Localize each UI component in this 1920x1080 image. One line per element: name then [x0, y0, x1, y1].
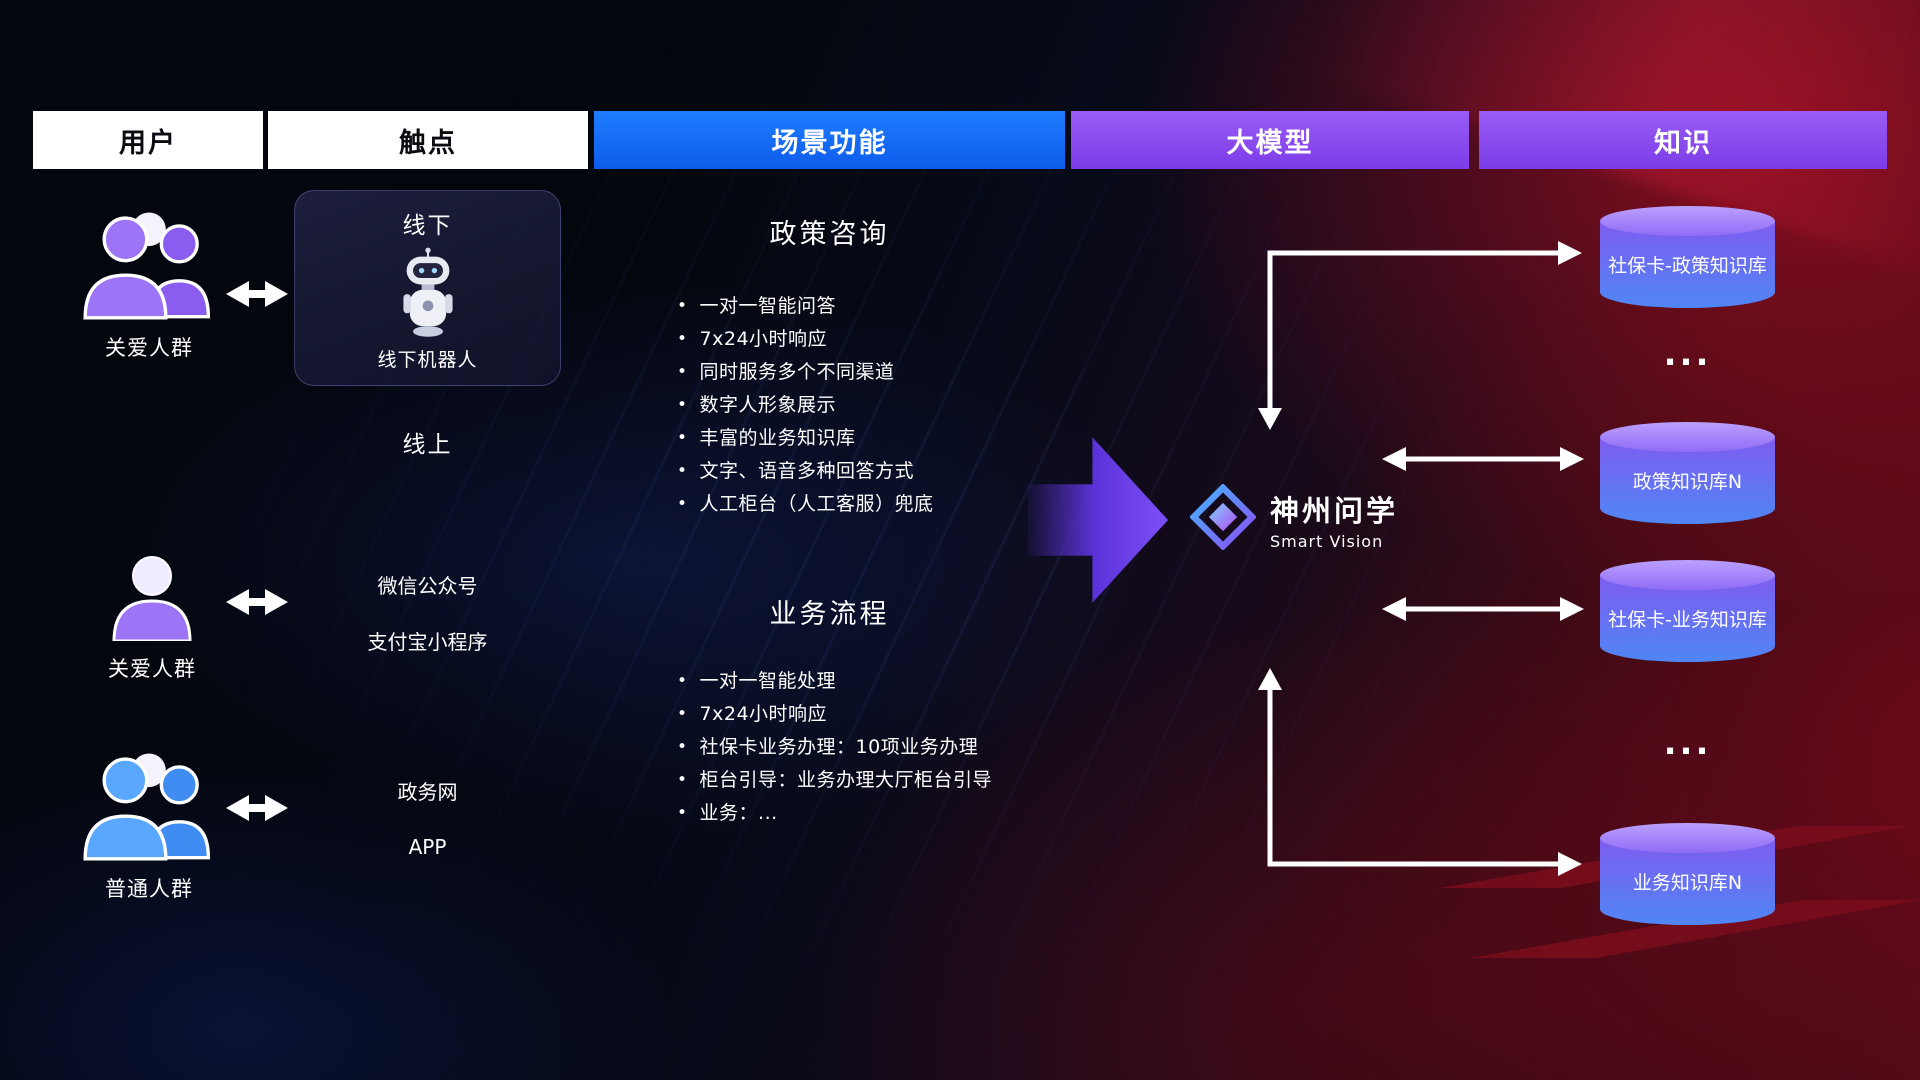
- channel-wechat: 微信公众号: [377, 574, 478, 598]
- offline-title: 线下: [402, 213, 453, 239]
- knowledge-ellipsis: ...: [1663, 334, 1712, 374]
- robot-icon: [399, 240, 457, 345]
- model-name: 神州问学: [1270, 493, 1399, 528]
- knowledge-db-label: 社保卡-业务知识库: [1608, 608, 1767, 631]
- channel-government-web: 政务网: [397, 780, 458, 804]
- user-group-label: 普通人群: [105, 877, 193, 901]
- user-group-label: 关爱人群: [108, 657, 196, 681]
- knowledge-db-ssc-business: 社保卡-业务知识库: [1600, 560, 1775, 662]
- list-item: 业务：...: [677, 797, 992, 830]
- list-item: 柜台引导：业务办理大厅柜台引导: [677, 764, 992, 797]
- group-people-purple-icon: [74, 212, 224, 324]
- header-cell-touchpoints: 触点: [268, 111, 588, 169]
- list-item: 7x24小时响应: [677, 698, 992, 731]
- header-cell-scenario-functions: 场景功能: [594, 111, 1065, 169]
- list-item: 数字人形象展示: [677, 389, 934, 422]
- policy-consultation-title: 政策咨询: [769, 219, 890, 250]
- list-item: 同时服务多个不同渠道: [677, 356, 934, 389]
- online-title: 线上: [402, 432, 453, 458]
- knowledge-db-policy-n: 政策知识库N: [1600, 422, 1775, 524]
- model-subtitle: Smart Vision: [1270, 531, 1384, 551]
- policy-feature-list: 一对一智能问答 7x24小时响应 同时服务多个不同渠道 数字人形象展示 丰富的业…: [677, 290, 934, 521]
- knowledge-db-label: 业务知识库N: [1632, 871, 1743, 894]
- list-item: 一对一智能处理: [677, 665, 992, 698]
- user-group-label: 关爱人群: [105, 336, 193, 360]
- business-feature-list: 一对一智能处理 7x24小时响应 社保卡业务办理：10项业务办理 柜台引导：业务…: [677, 665, 992, 830]
- offline-touchpoint-card: 线下 线下机器人: [294, 190, 561, 386]
- knowledge-db-label: 社保卡-政策知识库: [1608, 254, 1767, 277]
- cylinder-top: [1600, 560, 1775, 590]
- knowledge-db-ssc-policy: 社保卡-政策知识库: [1600, 206, 1775, 308]
- model-logo: 神州问学 Smart Vision: [1189, 483, 1399, 554]
- header-cell-users: 用户: [33, 111, 263, 169]
- cylinder-top: [1600, 422, 1775, 452]
- header-cell-large-model: 大模型: [1071, 111, 1469, 169]
- list-item: 社保卡业务办理：10项业务办理: [677, 731, 992, 764]
- group-people-blue-icon: [74, 753, 224, 865]
- user-person-care-online: 关爱人群: [96, 553, 208, 683]
- business-process-title: 业务流程: [769, 599, 890, 630]
- channel-app: APP: [408, 835, 447, 859]
- person-purple-icon: [106, 556, 198, 645]
- diamond-logo-icon: [1189, 483, 1257, 554]
- offline-robot-caption: 线下机器人: [377, 349, 478, 371]
- channel-alipay-miniprogram: 支付宝小程序: [367, 630, 488, 654]
- cylinder-top: [1600, 206, 1775, 236]
- user-group-general: 普通人群: [68, 749, 230, 903]
- knowledge-db-business-n: 业务知识库N: [1600, 823, 1775, 925]
- header-cell-knowledge: 知识: [1479, 111, 1887, 169]
- list-item: 7x24小时响应: [677, 323, 934, 356]
- list-item: 一对一智能问答: [677, 290, 934, 323]
- cylinder-top: [1600, 823, 1775, 853]
- list-item: 文字、语音多种回答方式: [677, 455, 934, 488]
- knowledge-ellipsis: ...: [1663, 723, 1712, 763]
- list-item: 人工柜台（人工客服）兜底: [677, 488, 934, 521]
- user-group-care-offline: 关爱人群: [68, 208, 230, 362]
- list-item: 丰富的业务知识库: [677, 422, 934, 455]
- knowledge-db-label: 政策知识库N: [1632, 470, 1743, 493]
